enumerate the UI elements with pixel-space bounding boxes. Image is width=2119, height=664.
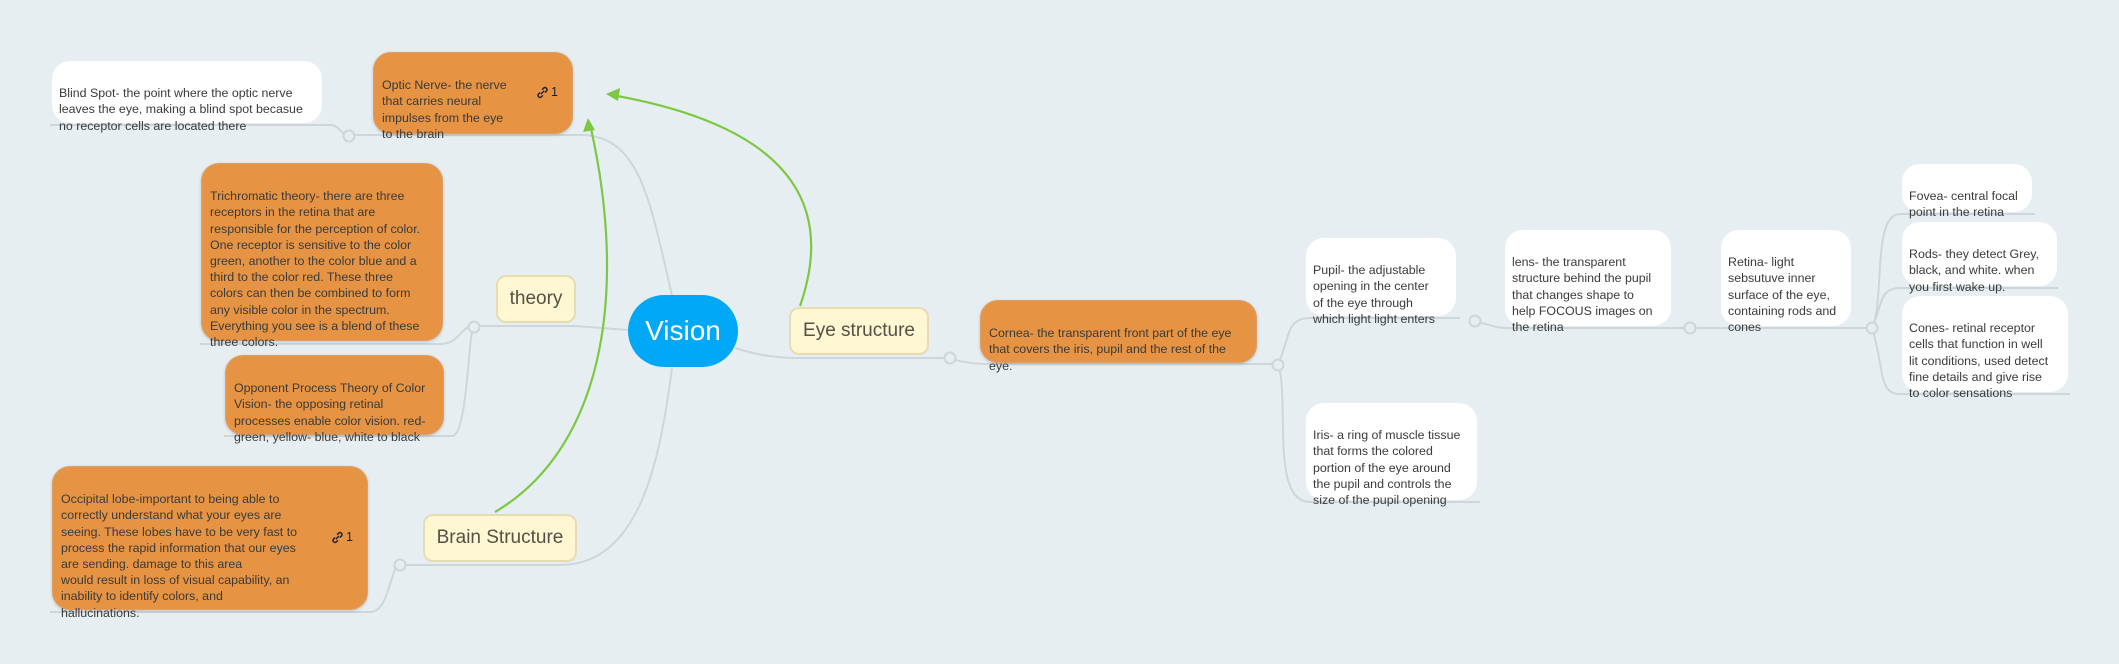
node-optic-nerve[interactable]: Optic Nerve- the nerve that carries neur… <box>373 52 573 141</box>
node-optic-nerve-text: Optic Nerve- the nerve that carries neur… <box>382 78 507 141</box>
node-retina-text: Retina- light sebsutuve inner surface of… <box>1728 255 1837 335</box>
link-count: 1 <box>346 530 353 544</box>
topic-brain-structure[interactable]: Brain Structure <box>423 514 577 562</box>
node-iris-text: Iris- a ring of muscle tissue that forms… <box>1313 428 1461 508</box>
node-fovea-text: Fovea- central focal point in the retina <box>1909 189 2018 220</box>
link-count: 1 <box>551 85 558 99</box>
node-opponent-process-theory[interactable]: Opponent Process Theory of Color Vision-… <box>225 355 444 444</box>
node-lens[interactable]: lens- the transparent structure behind t… <box>1505 230 1671 334</box>
node-cornea[interactable]: Cornea- the transparent front part of th… <box>980 300 1257 373</box>
node-pupil-text: Pupil- the adjustable opening in the cen… <box>1313 263 1435 326</box>
node-cornea-text: Cornea- the transparent front part of th… <box>989 326 1232 373</box>
node-retina[interactable]: Retina- light sebsutuve inner surface of… <box>1721 230 1851 334</box>
link-icon <box>537 86 548 98</box>
node-occipital-lobe[interactable]: Occipital lobe-important to being able t… <box>52 466 368 620</box>
topic-eye-structure-label: Eye structure <box>803 319 915 341</box>
node-rods[interactable]: Rods- they detect Grey, black, and white… <box>1902 222 2057 294</box>
central-topic-label: Vision <box>645 314 721 346</box>
node-cones-text: Cones- retinal receptor cells that funct… <box>1909 321 2049 401</box>
node-cones[interactable]: Cones- retinal receptor cells that funct… <box>1902 296 2068 400</box>
topic-eye-structure[interactable]: Eye structure <box>789 307 929 355</box>
node-rods-text: Rods- they detect Grey, black, and white… <box>1909 247 2039 294</box>
topic-theory[interactable]: theory <box>496 275 576 323</box>
node-occipital-lobe-text: Occipital lobe-important to being able t… <box>61 492 298 620</box>
node-opponent-process-text: Opponent Process Theory of Color Vision-… <box>234 381 426 444</box>
node-blind-spot-text: Blind Spot- the point where the optic ne… <box>59 86 303 133</box>
link-icon <box>332 531 343 543</box>
topic-theory-label: theory <box>509 287 563 309</box>
node-trichromatic-theory[interactable]: Trichromatic theory- there are three rec… <box>201 163 443 349</box>
node-trichromatic-text: Trichromatic theory- there are three rec… <box>210 189 421 350</box>
node-pupil[interactable]: Pupil- the adjustable opening in the cen… <box>1306 238 1456 326</box>
node-iris[interactable]: Iris- a ring of muscle tissue that forms… <box>1306 403 1477 507</box>
node-blind-spot[interactable]: Blind Spot- the point where the optic ne… <box>52 61 322 133</box>
node-fovea[interactable]: Fovea- central focal point in the retina <box>1902 164 2032 219</box>
node-lens-text: lens- the transparent structure behind t… <box>1512 255 1653 335</box>
topic-brain-structure-label: Brain Structure <box>436 526 564 548</box>
link-badge[interactable]: 1 <box>331 529 353 545</box>
link-badge[interactable]: 1 <box>536 84 558 100</box>
central-topic-vision[interactable]: Vision <box>628 295 738 367</box>
